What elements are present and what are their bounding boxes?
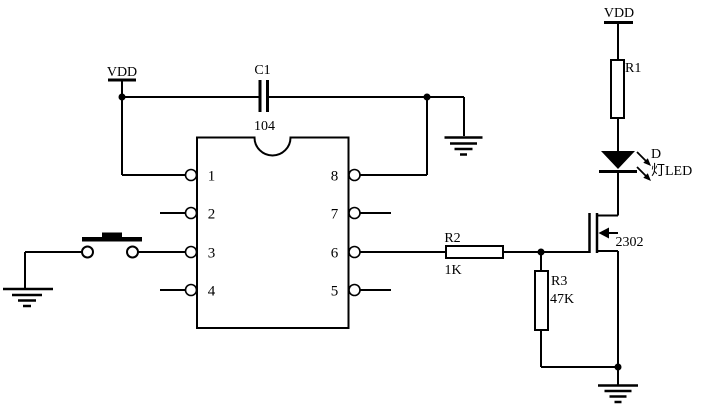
capacitor-value-label: 104 <box>254 119 275 134</box>
pin-circle <box>348 245 361 259</box>
pin-label: 5 <box>331 284 339 300</box>
button-plunger <box>102 232 122 237</box>
top-rail <box>118 93 464 101</box>
led-name-label: 灯LED <box>651 163 692 179</box>
resistor-ref-label: R2 <box>444 231 460 246</box>
led-emission-arrowhead <box>643 173 651 181</box>
resistor-value-label: 1K <box>444 263 461 278</box>
resistor-body <box>445 245 504 259</box>
ground-bottom-right <box>598 384 638 404</box>
pin-circle <box>348 206 361 220</box>
pin-circle <box>348 168 361 182</box>
resistor-value-label: 47K <box>550 292 574 307</box>
led-emission-arrow <box>636 151 647 162</box>
ic-body: 1 2 3 4 8 7 6 5 <box>160 136 391 329</box>
led-triangle <box>601 151 635 169</box>
resistor-r3: R3 47K <box>534 252 618 368</box>
capacitor-c1: C1 104 <box>254 63 275 134</box>
resistor-body <box>610 59 625 119</box>
pin-label: 1 <box>208 169 216 185</box>
pin-label: 3 <box>208 246 216 262</box>
junction-dot <box>614 363 622 371</box>
button-cap <box>82 237 142 242</box>
mosfet-q1: 2302 <box>588 213 644 385</box>
vdd-right-label: VDD <box>604 6 634 21</box>
ground-left <box>3 252 53 308</box>
pin-label: 7 <box>331 207 339 223</box>
led-emission-arrow <box>636 166 647 177</box>
ground-top-right <box>444 97 483 156</box>
mosfet-part-label: 2302 <box>616 235 644 250</box>
resistor-body <box>534 270 549 331</box>
pin-label: 8 <box>331 169 339 185</box>
power-vdd-right: VDD <box>604 6 634 60</box>
led-d: D 灯LED <box>599 147 692 216</box>
pin-circle <box>184 283 198 297</box>
vdd-left-label: VDD <box>107 65 137 80</box>
resistor-ref-label: R1 <box>625 61 641 76</box>
pin-label: 2 <box>208 207 216 223</box>
mosfet-body-arrow <box>598 227 609 239</box>
power-vdd-left: VDD <box>107 65 137 175</box>
resistor-r1: R1 <box>610 59 641 151</box>
resistor-r2: R2 1K <box>360 231 589 278</box>
led-emission-arrowhead <box>643 158 651 166</box>
pin-label: 4 <box>208 284 216 300</box>
pin-circle <box>184 168 198 182</box>
led-ref-label: D <box>651 147 661 162</box>
button-terminal <box>81 245 94 259</box>
resistor-ref-label: R3 <box>551 274 567 289</box>
pin-label: 6 <box>331 246 339 262</box>
capacitor-ref-label: C1 <box>254 63 270 78</box>
junction-dot <box>118 93 126 101</box>
push-button <box>25 232 186 259</box>
pin-circle <box>348 283 361 297</box>
pin-circle <box>184 245 198 259</box>
ic-outline <box>196 136 350 329</box>
button-terminal <box>126 245 139 259</box>
pin-circle <box>184 206 198 220</box>
